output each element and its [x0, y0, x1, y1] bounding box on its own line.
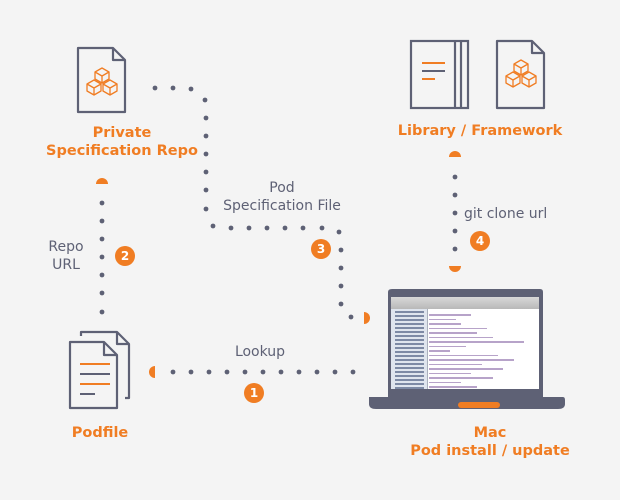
connector-dots	[99, 85, 458, 375]
ide-toolbar	[391, 297, 539, 309]
library-label-text: Library / Framework	[397, 123, 563, 139]
library-cube-document-icon	[495, 39, 546, 110]
step-badge-2: 2	[115, 246, 135, 266]
edge-lookup-text: Lookup	[234, 344, 286, 360]
endpoint-git-clone-bottom	[449, 266, 461, 272]
edge-pod-spec-label: Pod Specification File	[212, 180, 352, 215]
private-repo-label-line1: Private	[92, 125, 152, 141]
mac-label: Mac Pod install / update	[400, 424, 580, 460]
edge-repo-url-label: Repo URL	[44, 239, 88, 274]
edge-git-clone-text: git clone url	[464, 206, 548, 222]
laptop-screen-ide	[391, 297, 539, 389]
edge-lookup-label: Lookup	[230, 344, 290, 362]
ide-code-editor	[429, 311, 535, 389]
podfile-label: Podfile	[50, 424, 150, 442]
edge-git-clone-label: git clone url	[464, 206, 564, 224]
edge-pod-spec-line2: Specification File	[223, 197, 341, 214]
endpoint-repo-url-top	[96, 178, 108, 184]
ide-project-navigator	[391, 309, 428, 389]
connector-endpoints	[96, 151, 461, 378]
step-badge-1: 1	[244, 383, 264, 403]
endpoint-lookup-left	[149, 366, 155, 378]
edge-repo-url-line1: Repo	[48, 239, 84, 255]
edge-repo-url-line2: URL	[52, 256, 80, 273]
edge-pod-spec-line1: Pod	[269, 180, 295, 196]
step-badge-4: 4	[470, 231, 490, 251]
endpoint-pod-spec-arrow	[364, 312, 370, 324]
endpoint-git-clone-top	[449, 151, 461, 157]
mac-label-line2: Pod install / update	[410, 443, 570, 460]
private-repo-label-line2: Specification Repo	[46, 143, 198, 160]
step-badge-3: 3	[311, 239, 331, 259]
mac-label-line1: Mac	[473, 425, 507, 441]
podfile-label-text: Podfile	[71, 425, 129, 441]
private-repo-cube-document-icon	[76, 46, 127, 114]
podfile-stacked-documents-icon	[68, 330, 131, 410]
private-repo-label: Private Specification Repo	[40, 124, 204, 160]
library-label: Library / Framework	[395, 122, 565, 140]
library-book-icon	[409, 39, 470, 110]
